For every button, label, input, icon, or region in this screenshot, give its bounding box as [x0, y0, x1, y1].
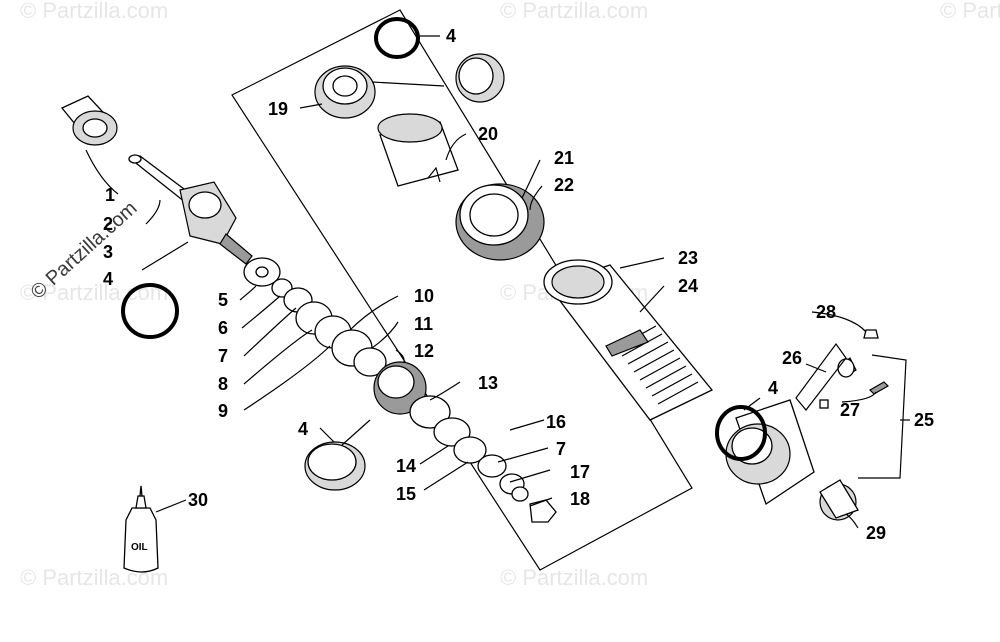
- sleeve-part-20: [377, 113, 459, 187]
- callout-26: 26: [782, 348, 802, 368]
- callout-7: 7: [218, 346, 228, 366]
- leader-lines: [85, 35, 910, 529]
- callout-17: 17: [570, 462, 590, 482]
- watermark: © Partzilla.com: [940, 0, 1000, 23]
- callout-22: 22: [554, 175, 574, 195]
- callout-1: 1: [105, 185, 115, 205]
- callout-30: 30: [188, 490, 208, 510]
- callout-4: 4: [298, 419, 308, 439]
- callout-5: 5: [218, 290, 228, 310]
- o-ring-part-4: [121, 283, 179, 339]
- callout-15: 15: [396, 484, 416, 504]
- callout-16: 16: [546, 412, 566, 432]
- seal-part-19: [314, 65, 376, 119]
- ring-part-4: [455, 53, 505, 103]
- reservoir-part-29: [725, 399, 859, 521]
- callout-23: 23: [678, 248, 698, 268]
- callout-9: 9: [218, 401, 228, 421]
- callout-labels: 1 2 3 4 5 6 7 8 9 10 11 12 13 4 14 15 16…: [103, 26, 934, 543]
- watermark: © Partzilla.com: [20, 0, 168, 23]
- callout-13: 13: [478, 373, 498, 393]
- callout-7: 7: [556, 439, 566, 459]
- callout-4: 4: [103, 269, 113, 289]
- callout-4: 4: [446, 26, 456, 46]
- callout-12: 12: [414, 341, 434, 361]
- oil-bottle-part-30: OIL: [123, 485, 159, 573]
- callout-20: 20: [478, 124, 498, 144]
- valve-part-25-28: [795, 329, 907, 479]
- callout-21: 21: [554, 148, 574, 168]
- callout-25: 25: [914, 410, 934, 430]
- piston-stack: [243, 257, 557, 523]
- callout-19: 19: [268, 99, 288, 119]
- callout-6: 6: [218, 318, 228, 338]
- callout-18: 18: [570, 489, 590, 509]
- callout-29: 29: [866, 523, 886, 543]
- nut-part-21-22: [455, 183, 545, 261]
- callout-14: 14: [396, 456, 416, 476]
- callout-27: 27: [840, 400, 860, 420]
- body-part-23-24: [543, 259, 714, 421]
- o-ring-part-4: [374, 17, 420, 59]
- callout-4: 4: [768, 378, 778, 398]
- ring-part-4: [304, 441, 366, 491]
- callout-11: 11: [414, 314, 433, 334]
- watermark: © Partzilla.com: [500, 0, 648, 23]
- shaft-part-2: [128, 154, 253, 265]
- callout-8: 8: [218, 374, 228, 394]
- watermark: © Partzilla.com: [500, 565, 648, 590]
- bushing-part-1: [60, 95, 118, 146]
- callout-3: 3: [103, 242, 113, 262]
- callout-2: 2: [103, 214, 113, 234]
- o-ring-part-4: [715, 405, 767, 461]
- callout-24: 24: [678, 276, 698, 296]
- callout-28: 28: [816, 302, 836, 322]
- bottle-label: OIL: [131, 542, 148, 553]
- callout-10: 10: [414, 286, 434, 306]
